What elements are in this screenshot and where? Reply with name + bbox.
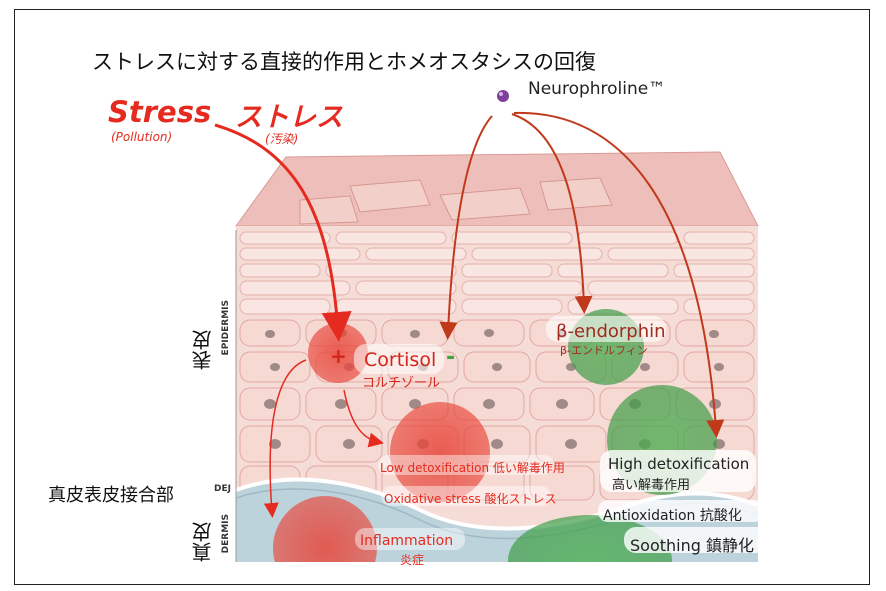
inflammation-label-ja: 炎症 (400, 553, 425, 567)
low-detox-label: Low detoxification 低い解毒作用 (380, 461, 565, 475)
stress-label-en: Stress (108, 95, 212, 129)
cortisol-to-inflammation-arrow (263, 359, 307, 518)
neuro-to-endorphin-arrow (511, 113, 593, 314)
stress-source-en: (Pollution) (111, 130, 173, 144)
dermis-label-en: DERMIS (221, 514, 231, 554)
cortisol-minus-sign: - (446, 345, 456, 370)
ingredient-label: Neurophroline™ (528, 79, 666, 99)
cortisol-to-oxidative-arrow (343, 389, 384, 448)
oxidative-zone (390, 402, 490, 502)
dej-label-ja: 真皮表皮接合部 (48, 485, 174, 506)
neuro-to-cortisol-arrow (439, 115, 493, 340)
cortisol-label-ja: コルチゾール (362, 376, 441, 391)
high-detox-label: High detoxification (608, 455, 750, 473)
stress-source-ja: (汚染) (265, 132, 299, 146)
oxidative-stress-label: Oxidative stress 酸化ストレス (384, 492, 557, 506)
cortisol-plus-sign: + (330, 344, 347, 368)
stress-label-ja: ストレス (235, 102, 343, 133)
stress-arrow (214, 123, 352, 342)
neuro-to-detox-arrow (513, 111, 725, 438)
dej-label-en: DEJ (214, 484, 231, 494)
endorphin-label: β-endorphin (556, 321, 666, 342)
antioxidation-label: Antioxidation 抗酸化 (603, 508, 742, 524)
inflammation-label: Inflammation (360, 533, 454, 549)
page-title: ストレスに対する直接的作用とホメオスタシスの回復 (92, 50, 596, 74)
epidermis-label-ja: 表皮 (191, 330, 215, 370)
soothing-label: Soothing 鎮静化 (630, 536, 754, 555)
slide-frame (14, 9, 870, 585)
cortisol-label: Cortisol (364, 349, 437, 371)
epidermis-label-en: EPIDERMIS (221, 300, 231, 356)
inflammation-zone (273, 496, 377, 562)
neurophroline-dot (497, 90, 509, 102)
dermis-label-ja: 真皮 (191, 522, 215, 562)
high-detox-label-ja: 高い解毒作用 (612, 478, 691, 493)
endorphin-label-ja: β-エンドルフィン (560, 344, 648, 357)
